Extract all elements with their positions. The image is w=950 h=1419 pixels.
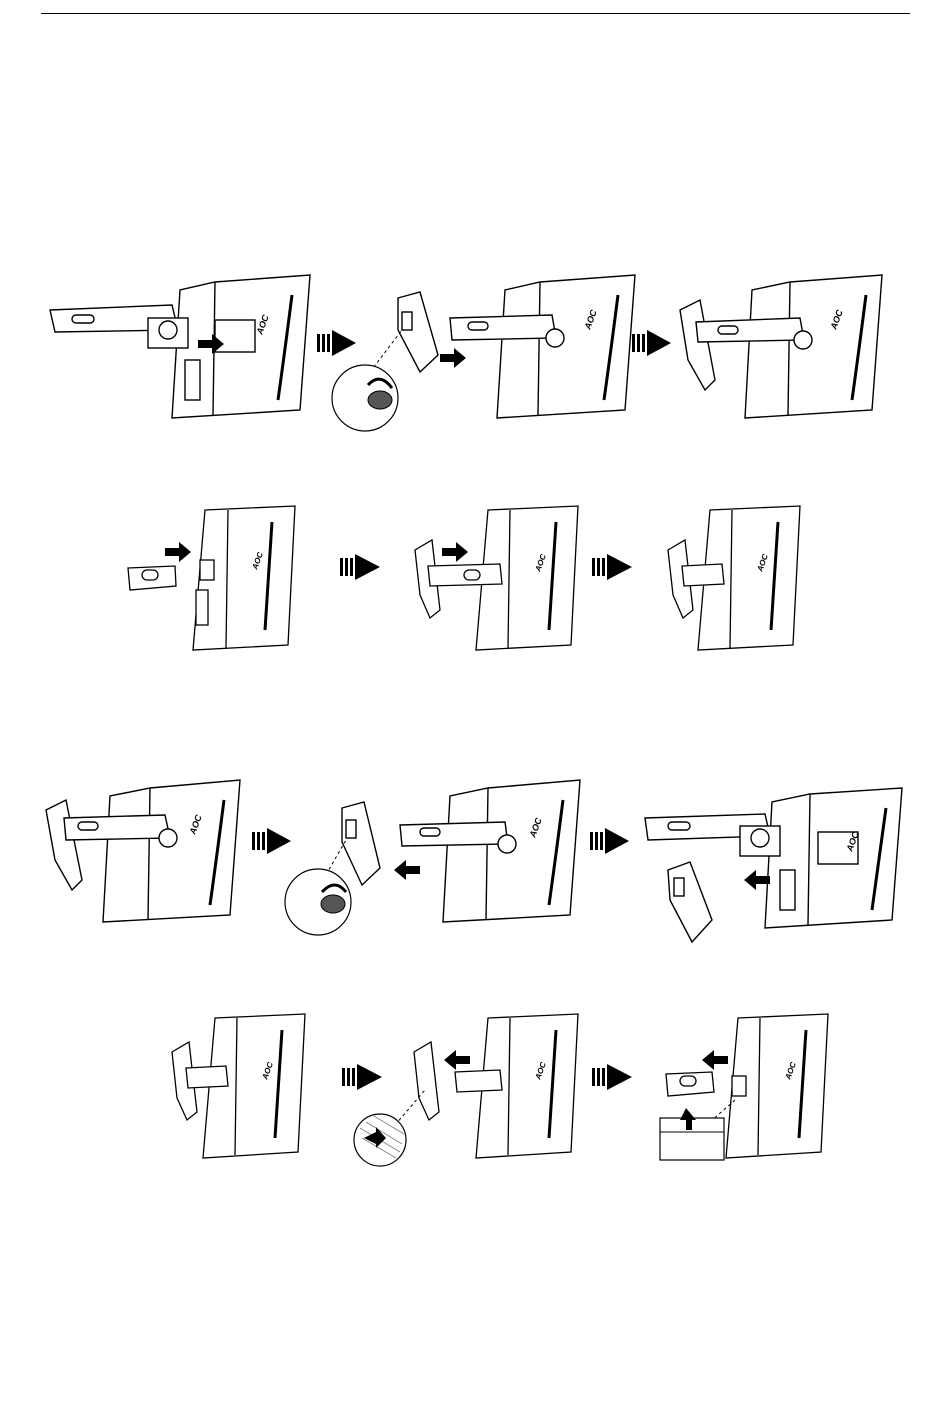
monitor-rear-view [172, 275, 310, 418]
monitor-rear-view [726, 1014, 828, 1158]
stand-base [668, 862, 712, 942]
pull-arrow-icon [744, 870, 770, 890]
install-short-stand-diagram: AOC AOC AOC [0, 500, 950, 660]
monitor-with-stand [668, 506, 800, 650]
step-arrow-icon [590, 828, 629, 854]
pull-arrow-icon [702, 1050, 728, 1070]
stand-base [398, 292, 438, 372]
monitor-with-stand [46, 780, 240, 922]
monitor-with-stand [172, 1014, 305, 1158]
step-arrow-icon [252, 828, 291, 854]
push-arrow-icon [442, 542, 468, 562]
monitor-rear-view [193, 506, 295, 650]
stand-base [342, 802, 380, 885]
step-arrow-icon [342, 1064, 382, 1090]
step-arrow-icon [632, 330, 671, 356]
step-arrow-icon [340, 554, 380, 580]
step-arrow-icon [592, 554, 632, 580]
monitor-rear-view [450, 275, 635, 418]
pull-arrow-icon [444, 1050, 470, 1070]
step-arrow-icon [317, 330, 356, 356]
push-arrow-icon [440, 348, 466, 368]
step-arrow-icon [592, 1064, 632, 1090]
short-stand-plate [666, 1072, 714, 1096]
short-stand-plate [128, 566, 176, 590]
remove-full-stand-diagram: AOC AOC [0, 770, 950, 950]
header-rule [41, 13, 910, 14]
pull-arrow-icon [394, 860, 420, 880]
remove-short-stand-diagram: AOC AOC AOC [0, 1010, 950, 1170]
install-full-stand-diagram: AOC AOC [0, 260, 950, 440]
push-arrow-icon [165, 542, 191, 562]
monitor-rear-view [400, 780, 580, 922]
monitor-rear-view [765, 788, 902, 928]
monitor-with-stand [680, 275, 882, 418]
stand-neck [50, 305, 188, 348]
monitor-rear-view [415, 506, 578, 650]
stand-neck [645, 814, 780, 856]
monitor-rear-view [414, 1014, 578, 1158]
